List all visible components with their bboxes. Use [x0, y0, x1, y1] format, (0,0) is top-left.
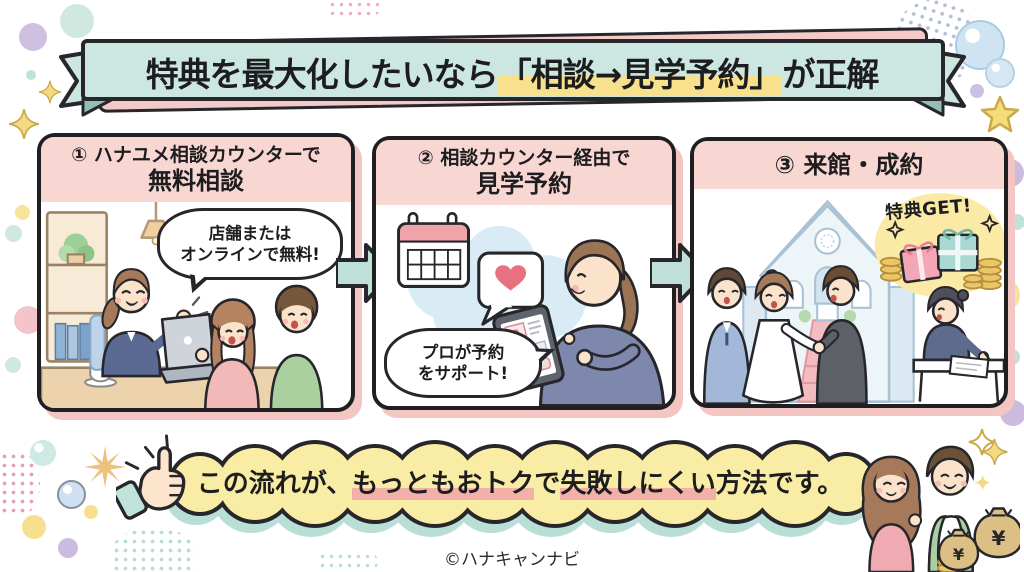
conclusion-seg5: 方法です。	[715, 468, 844, 499]
conclusion-seg3: で	[534, 468, 561, 499]
sparkle-icon	[974, 474, 991, 491]
step-2-body: プロが予約 をサポート!	[376, 205, 672, 406]
staff-signing-contract	[912, 286, 1004, 403]
decor-halftone	[318, 552, 378, 572]
yen-symbol: ¥	[953, 545, 965, 564]
sparkle-icon	[981, 438, 1008, 465]
speech-bubble-line2: をサポート!	[417, 364, 509, 383]
decor-bubble	[985, 58, 1015, 88]
coins-icon	[879, 257, 1002, 291]
decor-dot	[970, 84, 984, 98]
sparkle-icon	[38, 80, 62, 104]
conclusion-bubble-graphic	[164, 440, 878, 537]
conclusion-seg2: もっともおトク	[352, 462, 535, 500]
step-panel-2: ② 相談カウンター経由で 見学予約	[372, 136, 676, 410]
page-title: 特典を最大化したいなら「相談→見学予約」が正解	[100, 46, 924, 98]
step-2-header-line1: ② 相談カウンター経由で	[417, 147, 631, 169]
decor-dot	[22, 515, 46, 539]
couple-with-money-illustration: ¥ ¥	[861, 438, 1020, 572]
step-panel-1: ① ハナユメ相談カウンターで 無料相談	[37, 133, 355, 412]
sparkle-icon	[979, 213, 1000, 234]
step-2-header: ② 相談カウンター経由で 見学予約	[376, 140, 672, 206]
title-highlight: 「相談→見学予約」	[497, 48, 783, 96]
heart-message-icon	[477, 251, 545, 327]
money-bag-icon: ¥	[973, 507, 1020, 559]
decor-dot	[60, 4, 94, 38]
step-3-header-text: ③ 来館・成約	[774, 151, 924, 179]
conclusion-text: この流れが、もっともおトクで失敗しにくい方法です。	[175, 452, 865, 510]
benefit-get-graphic	[874, 193, 1004, 298]
speech-bubble-pro-support: プロが予約 をサポート!	[384, 328, 542, 398]
money-bag-icon: ¥	[937, 528, 980, 571]
decor-halftone	[328, 0, 380, 16]
sparkle-icon	[968, 428, 996, 456]
step-1-header: ① ハナユメ相談カウンターで 無料相談	[41, 137, 351, 203]
couple-listening	[194, 285, 324, 408]
decor-dot	[1000, 400, 1024, 426]
yen-symbol: ¥	[992, 527, 1006, 550]
title-pre: 特典を最大化したいなら	[145, 55, 499, 94]
starburst-icon	[84, 446, 126, 488]
decor-bubble	[57, 480, 86, 509]
decor-dot	[26, 70, 36, 80]
step-3-body: 特典GET!	[694, 189, 1004, 404]
title-post: が正解	[782, 55, 879, 94]
step-panel-3: ③ 来館・成約	[690, 137, 1008, 408]
step-1-body: 店舗または オンラインで無料!	[41, 202, 351, 408]
conclusion-seg4: 失敗しにくい	[560, 462, 716, 500]
consultation-scene-illustration	[41, 202, 324, 408]
speech-bubble-line2: オンラインで無料!	[180, 245, 320, 265]
wedding-couple-and-planner	[702, 265, 868, 404]
step-1-header-line2: 無料相談	[148, 167, 244, 196]
conclusion-seg1: この流れが、	[196, 468, 353, 499]
step-2-header-line2: 見学予約	[476, 170, 572, 199]
decor-dot	[1004, 349, 1020, 365]
decor-dot	[5, 357, 21, 373]
decor-halftone	[112, 528, 196, 572]
contract-scene-illustration	[702, 193, 1004, 404]
sparkle-icon	[885, 220, 905, 240]
decor-dot	[58, 538, 78, 558]
step-1-header-line1: ① ハナユメ相談カウンターで	[71, 144, 321, 166]
calendar-icon	[397, 212, 471, 289]
gift-icon-pink	[899, 241, 943, 284]
decor-dot	[84, 505, 98, 519]
gift-icon-teal	[937, 229, 979, 272]
speech-bubble-line1: 店舗または	[208, 224, 292, 243]
thumbs-up-icon	[116, 434, 186, 520]
decor-dot	[15, 205, 30, 220]
star-icon	[980, 95, 1020, 133]
copyright-credit: ©ハナキャンナビ	[444, 550, 580, 570]
decor-dot	[19, 23, 47, 51]
sparkle-icon	[8, 108, 40, 140]
decor-dot	[1009, 214, 1024, 230]
decor-dot	[5, 225, 22, 242]
speech-bubble-line1: プロが予約	[421, 342, 505, 362]
decor-bubble	[30, 440, 56, 466]
speech-bubble-free-consult: 店舗または オンラインで無料!	[157, 208, 343, 281]
step-3-header: ③ 来館・成約	[694, 141, 1004, 190]
